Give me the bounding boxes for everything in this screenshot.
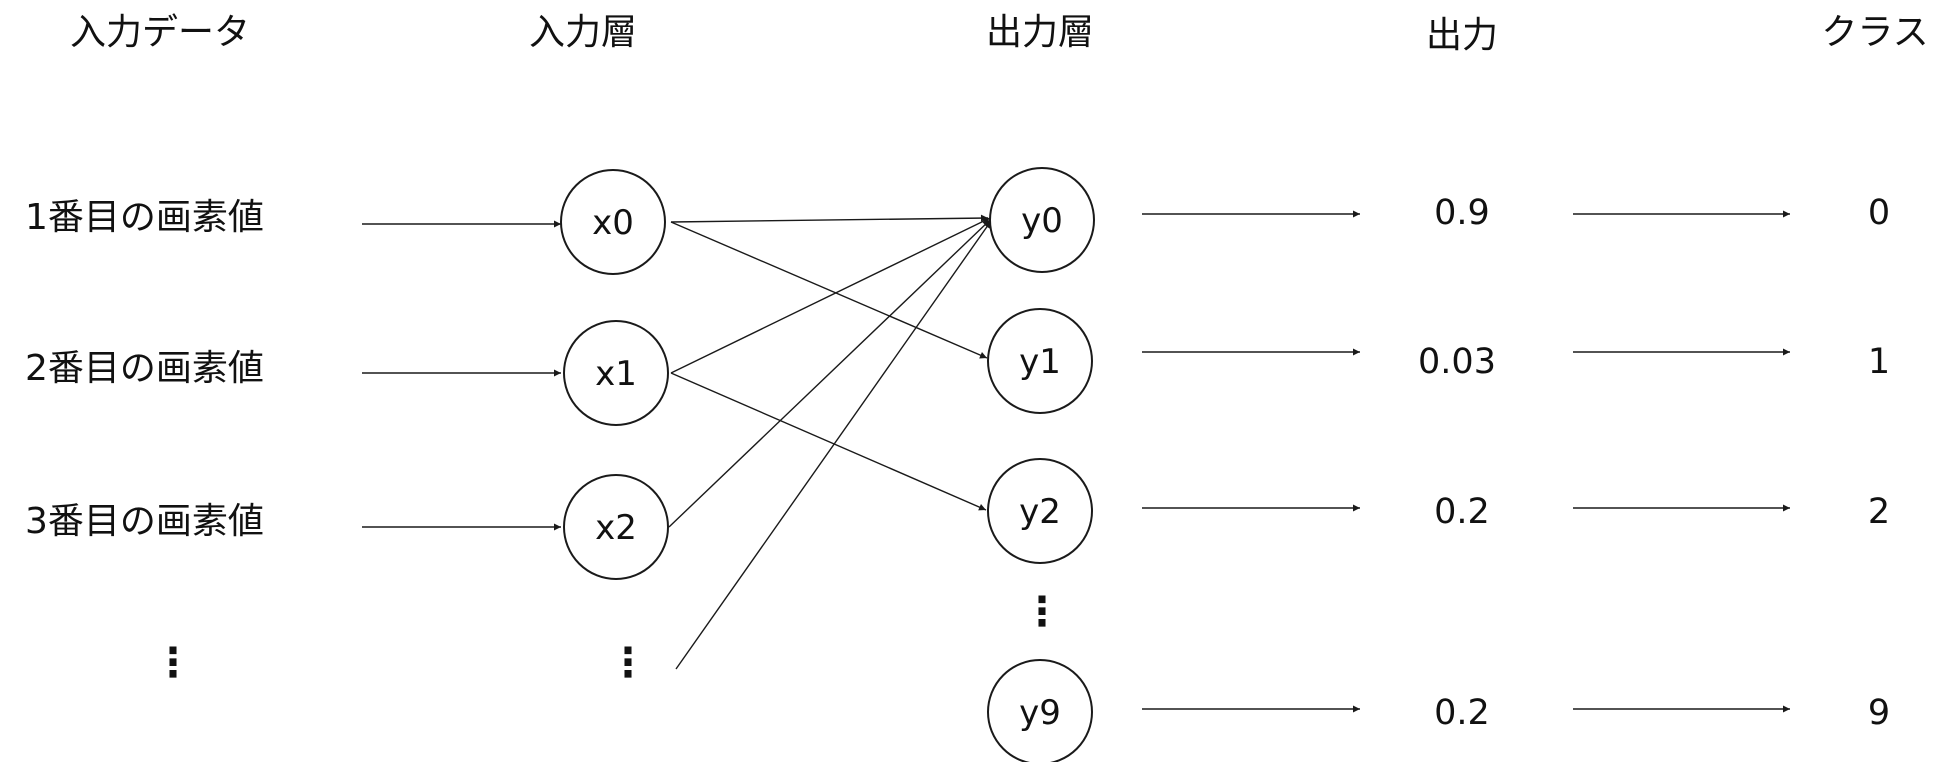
header-output-layer: 出力層 <box>986 12 1094 53</box>
input-data-ellipsis: ⋮ <box>153 640 193 686</box>
class-label-2: 2 <box>1868 492 1890 532</box>
edge-xn-y0 <box>675 220 992 670</box>
output-value-y0: 0.9 <box>1434 193 1490 233</box>
input-node-x1-label: x1 <box>595 354 637 394</box>
input-node-x1 <box>563 320 669 426</box>
input-node-x0-label: x0 <box>592 203 634 243</box>
output-value-y1: 0.03 <box>1418 342 1496 382</box>
edge-x1-y0 <box>670 217 991 374</box>
output-node-y0 <box>989 167 1095 273</box>
output-node-y9 <box>987 659 1093 762</box>
output-layer-ellipsis: ⋮ <box>1022 589 1062 635</box>
output-node-y1-label: y1 <box>1019 342 1061 382</box>
class-label-0: 0 <box>1868 193 1890 233</box>
input-node-x2 <box>563 474 669 580</box>
header-output: 出力 <box>1426 15 1498 56</box>
input-label-3: 3番目の画素値 <box>25 501 264 542</box>
output-node-y1 <box>987 308 1093 414</box>
edge-x2-y0 <box>668 219 991 528</box>
output-node-y2 <box>987 458 1093 564</box>
header-input-data: 入力データ <box>70 12 250 53</box>
output-value-y2: 0.2 <box>1434 492 1490 532</box>
input-node-x2-label: x2 <box>595 508 637 548</box>
input-label-2: 2番目の画素値 <box>25 348 264 389</box>
input-layer-ellipsis: ⋮ <box>608 640 648 686</box>
class-label-9: 9 <box>1868 693 1890 733</box>
output-node-y2-label: y2 <box>1019 492 1061 532</box>
input-label-1: 1番目の画素値 <box>25 197 264 238</box>
header-class: クラス <box>1821 12 1928 53</box>
output-node-y9-label: y9 <box>1019 693 1061 733</box>
edge-x0-y1 <box>670 221 988 359</box>
input-node-x0 <box>560 169 666 275</box>
class-label-1: 1 <box>1868 342 1890 382</box>
output-value-y9: 0.2 <box>1434 693 1490 733</box>
edge-x1-y2 <box>670 372 987 511</box>
edge-x0-y0 <box>670 214 989 223</box>
output-node-y0-label: y0 <box>1021 201 1063 241</box>
header-input-layer: 入力層 <box>529 12 637 53</box>
